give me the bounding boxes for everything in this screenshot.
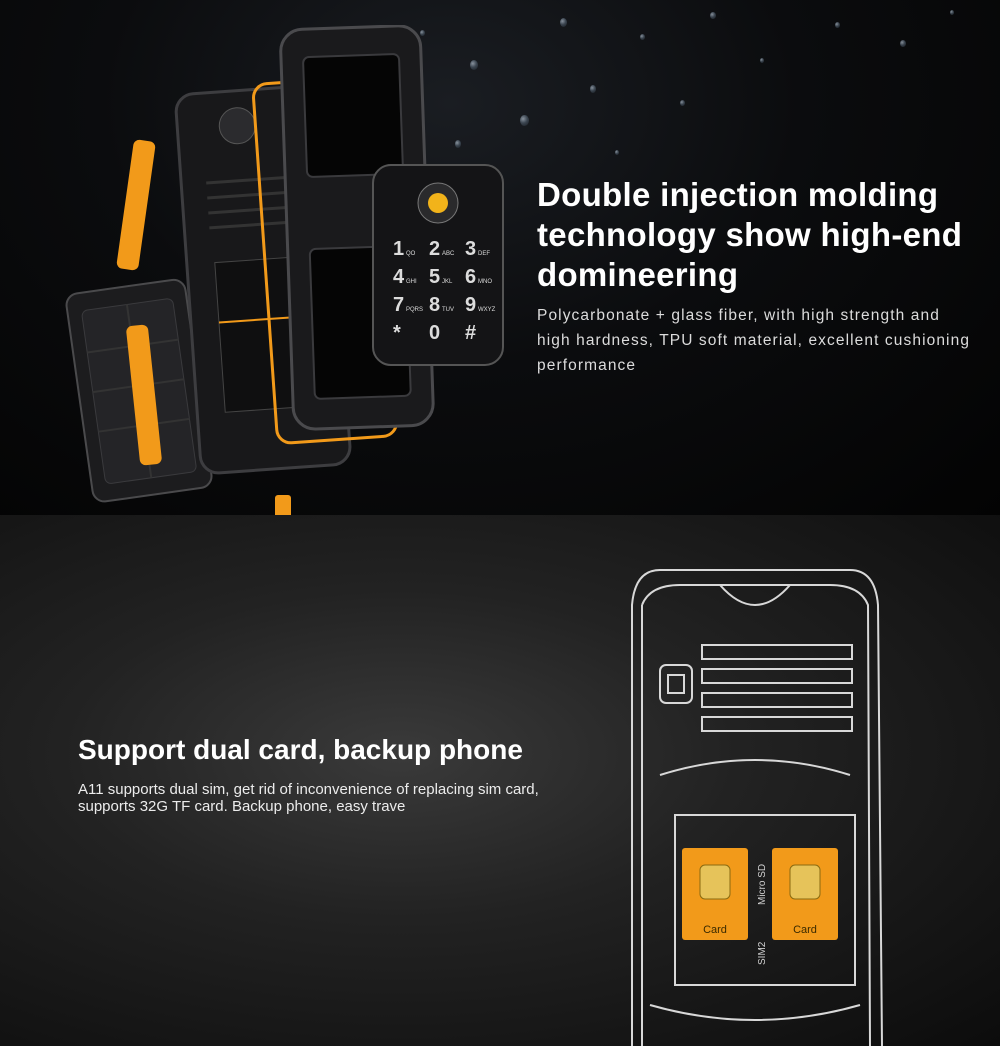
sim2-label: SIM2 xyxy=(757,941,768,965)
feature-description-dual-card: A11 supports dual sim, get rid of inconv… xyxy=(78,781,539,815)
keypad-key-letters: TUV xyxy=(442,307,454,313)
keypad-key-letters: MNO xyxy=(478,279,492,285)
keypad-key: 2 xyxy=(429,238,440,260)
keypad-key-letters: JKL xyxy=(442,279,453,285)
keypad-key: # xyxy=(465,322,476,344)
feature-title-injection-molding: Double injection molding technology show… xyxy=(537,176,963,293)
sim-slot-2: Card xyxy=(772,848,838,940)
micro-sd-label: Micro SD xyxy=(757,864,768,905)
keypad-key-letters: ABC xyxy=(442,251,455,257)
keypad-key: * xyxy=(393,322,401,344)
keypad-key-letters: QO xyxy=(406,251,416,257)
sim-slot-1-label: Card xyxy=(703,924,727,936)
keypad-key-letters: DEF xyxy=(478,251,490,257)
keypad-key: 3 xyxy=(465,238,476,260)
feature-title-dual-card: Support dual card, backup phone xyxy=(78,734,523,765)
keypad-key-letters: GHI xyxy=(406,279,417,285)
feature-section-dual-card: Card Card Micro SD SIM2 Support dual car… xyxy=(0,515,1000,1046)
sim-slot-1: Card xyxy=(682,848,748,940)
sim-slot-2-label: Card xyxy=(793,924,817,936)
keypad-key: 0 xyxy=(429,322,440,344)
keypad-key: 9 xyxy=(465,294,476,316)
keypad-key: 6 xyxy=(465,266,476,288)
keypad-key: 5 xyxy=(429,266,440,288)
keypad-key: 1 xyxy=(393,238,404,260)
keypad-key: 8 xyxy=(429,294,440,316)
feature-description-injection-molding: Polycarbonate + glass fiber, with high s… xyxy=(537,307,971,374)
phone-wireframe-illustration: Card Card Micro SD SIM2 xyxy=(631,569,883,1046)
keypad-key: 7 xyxy=(393,294,404,316)
keypad-key-letters: PQRS xyxy=(406,307,423,313)
keypad-key-letters: WXYZ xyxy=(478,307,496,313)
keypad-key: 4 xyxy=(393,266,405,288)
